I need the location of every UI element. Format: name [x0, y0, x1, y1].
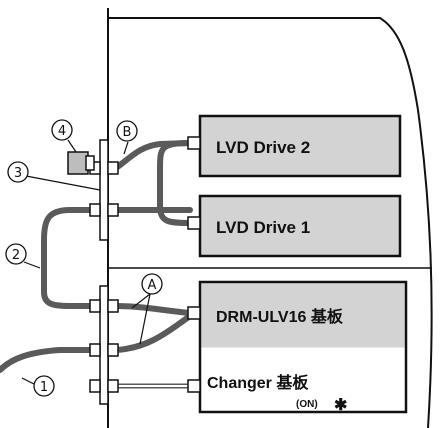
connector-lower-1-in	[107, 299, 119, 313]
svg-text:B: B	[123, 125, 132, 140]
cables	[0, 140, 193, 373]
leader-a-2	[139, 293, 151, 345]
callout-a: A	[141, 273, 163, 295]
callout-2: 2	[5, 243, 27, 265]
lvd-drive-2-box	[198, 114, 402, 178]
leader-2	[23, 261, 41, 269]
cable-b-top	[113, 140, 193, 171]
leader-4	[67, 139, 77, 153]
connector-bracket-3-in	[107, 203, 119, 217]
connector-drm	[187, 306, 201, 320]
drm-board-label: DRM-ULV16 基板	[216, 307, 344, 326]
connector-lower-2-in	[107, 343, 119, 357]
connector-bracket-b-in	[107, 161, 119, 175]
connectors	[89, 136, 201, 393]
backplane-bar	[99, 139, 109, 241]
leader-3	[25, 175, 101, 191]
changer-on-note: (ON)	[296, 399, 318, 410]
leader-1	[21, 377, 35, 385]
connector-lower-1-out	[89, 299, 101, 313]
connector-bracket-3-out	[89, 203, 101, 217]
asterisk-mark: ✱	[334, 397, 347, 414]
connector-changer	[187, 379, 201, 393]
cable-b-loop	[157, 140, 193, 226]
svg-text:3: 3	[14, 166, 22, 181]
cable-a-lower	[113, 313, 193, 353]
terminator-plug	[85, 155, 95, 171]
leader-lines	[21, 139, 151, 385]
svg-text:2: 2	[12, 248, 20, 263]
lvd-drive-1-box	[198, 194, 402, 258]
changer-board-label: Changer 基板	[207, 373, 309, 392]
cable-1	[0, 347, 97, 373]
connector-drive1	[187, 216, 201, 230]
connector-lower-3-out	[89, 379, 101, 393]
svg-text:A: A	[148, 278, 157, 293]
drm-board-fill	[201, 283, 405, 348]
callout-b: B	[116, 120, 138, 142]
callout-1: 1	[33, 375, 55, 397]
callout-4: 4	[51, 119, 73, 141]
cable-2-loop	[41, 207, 97, 309]
cable-a-upper	[113, 303, 193, 316]
lvd-drive-2-label: LVD Drive 2	[216, 138, 310, 157]
connector-lower-2-out	[89, 343, 101, 357]
callout-3: 3	[7, 161, 29, 183]
svg-text:4: 4	[58, 124, 66, 139]
connector-lower-3-in	[107, 379, 119, 393]
connector-drive2	[187, 136, 201, 150]
lvd-drive-1-label: LVD Drive 1	[216, 218, 310, 237]
leader-b	[123, 141, 129, 155]
terminator-body	[67, 151, 89, 175]
leader-a-1	[131, 293, 151, 309]
lower-bracket-bar	[99, 285, 109, 405]
svg-text:1: 1	[40, 380, 48, 395]
